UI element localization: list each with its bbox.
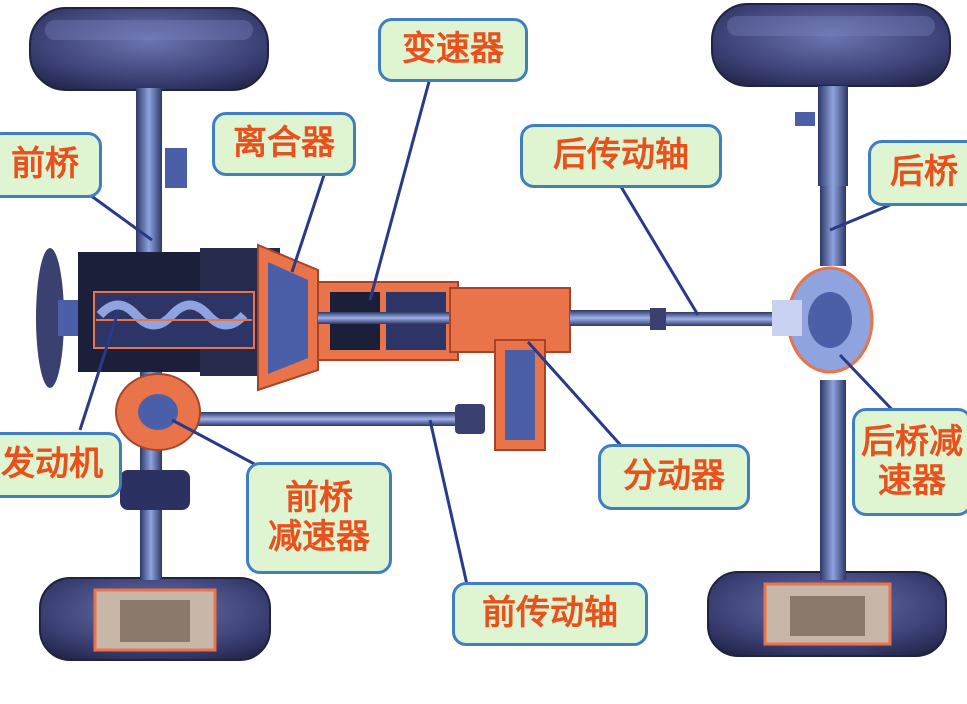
transfer-case-body — [449, 287, 660, 451]
leader-clutch — [290, 171, 327, 273]
leader-rear-axle-reducer — [838, 353, 902, 420]
label-rear-axle: 后桥 — [868, 140, 967, 206]
leader-engine — [78, 311, 120, 431]
leader-rear-drive-shaft — [618, 184, 700, 316]
clutch-housing — [257, 243, 319, 392]
front-differential — [115, 373, 201, 451]
label-rear-drive-shaft: 后传动轴 — [520, 124, 722, 188]
label-front-axle-reducer: 前桥 减速器 — [246, 462, 392, 574]
leader-front-drive-shaft — [428, 419, 472, 599]
rear-differential — [772, 266, 874, 374]
leader-lines — [78, 77, 902, 599]
front-wheel-bottom — [39, 577, 271, 661]
label-transmission: 变速器 — [378, 18, 528, 82]
label-engine: 发动机 — [0, 432, 122, 498]
rear-right-wheel-top — [711, 3, 951, 87]
leader-transmission — [368, 77, 432, 301]
leader-front-axle — [89, 193, 153, 242]
rear-axle-shaft — [795, 86, 848, 580]
label-front-axle: 前桥 — [0, 132, 102, 198]
label-clutch: 离合器 — [212, 112, 356, 176]
label-transfer-case: 分动器 — [598, 444, 750, 510]
leader-transfer-case — [526, 340, 627, 452]
engine-block — [78, 248, 280, 376]
rear-wheel-bottom — [707, 571, 947, 657]
label-rear-axle-reducer: 后桥减 速器 — [852, 408, 967, 516]
front-drive-shaft-bar — [185, 404, 485, 434]
rear-drive-shaft-bar — [650, 308, 806, 330]
front-left-wheel-top — [29, 7, 269, 91]
label-front-drive-shaft: 前传动轴 — [452, 582, 648, 646]
leader-rear-axle — [829, 203, 891, 232]
